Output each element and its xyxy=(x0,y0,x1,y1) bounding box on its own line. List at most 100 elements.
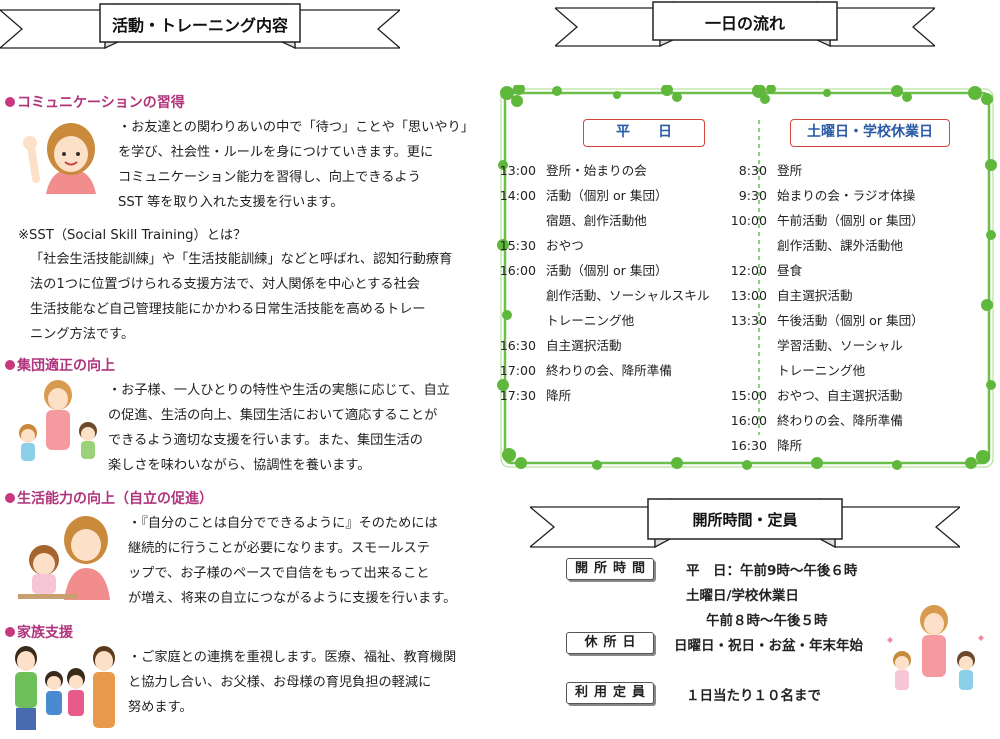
section-heading-group: 集団適正の向上 xyxy=(5,355,115,375)
schedule-activity: 自主選択活動 xyxy=(777,288,853,303)
schedule-activity: 降所 xyxy=(777,438,803,453)
holiday-schedule-list: 8:30 登所 9:30 始まりの会・ラジオ体操 10:00 午前活動（個別 or 集団）… xyxy=(713,158,924,458)
schedule-activity: 活動（個別 or 集団） xyxy=(546,188,668,203)
section-heading-independence: 生活能力の向上（自立の促進） xyxy=(5,488,213,508)
schedule-time: 16:30 xyxy=(499,338,536,353)
schedule-banner-title: 一日の流れ xyxy=(704,14,785,33)
schedule-activity: 活動（個別 or 集団） xyxy=(546,263,668,278)
sst-note-body: 「社会生活技能訓練」や「生活技能訓練」などと呼ばれ、認知行動療育 法の1つに位置… xyxy=(30,252,453,342)
schedule-time: 10:00 xyxy=(730,213,767,228)
capacity-label: 利用定員 xyxy=(566,682,654,704)
schedule-time: 16:00 xyxy=(730,413,767,428)
schedule-time: 15:30 xyxy=(499,238,536,253)
schedule-time xyxy=(482,283,536,308)
schedule-row: 学習活動、ソーシャル xyxy=(713,333,924,358)
opening-hours-holiday-label: 土曜日/学校休業日 xyxy=(686,588,799,604)
family-illustration xyxy=(6,640,124,735)
schedule-time: 13:00 xyxy=(499,163,536,178)
bullet-dot-icon xyxy=(5,360,15,370)
bullet-dot-icon xyxy=(5,627,15,637)
schedule-row: 16:00 活動（個別 or 集団） xyxy=(482,258,709,283)
schedule-row: 12:00 昼食 xyxy=(713,258,924,283)
schedule-activity: 自主選択活動 xyxy=(546,338,622,353)
schedule-time: 8:30 xyxy=(738,163,767,178)
activities-banner-title: 活動・トレーニング内容 xyxy=(111,16,288,35)
schedule-activity: 登所 xyxy=(777,163,803,178)
bullet-dot-icon xyxy=(5,97,15,107)
schedule-row: 創作活動、課外活動他 xyxy=(713,233,924,258)
section-body-family: ・ご家庭との連携を重視します。医療、福祉、教育機関 と協力し合い、お父様、お母様… xyxy=(128,650,457,715)
schedule-activity: 終わりの会、降所準備 xyxy=(777,413,903,428)
schedule-row: 8:30 登所 xyxy=(713,158,924,183)
section-heading-family: 家族支援 xyxy=(5,622,73,642)
schedule-activity: 始まりの会・ラジオ体操 xyxy=(777,188,916,203)
schedule-row: 9:30 始まりの会・ラジオ体操 xyxy=(713,183,924,208)
schedule-row: 16:00 終わりの会、降所準備 xyxy=(713,408,924,433)
opening-hours-holiday: 午前８時～午後５時 xyxy=(706,613,828,629)
schedule-activity: 学習活動、ソーシャル xyxy=(777,338,903,353)
hours-banner-title: 開所時間・定員 xyxy=(692,511,798,529)
schedule-row: 13:00 自主選択活動 xyxy=(713,283,924,308)
schedule-row: 15:00 おやつ、自主選択活動 xyxy=(713,383,924,408)
capacity-value: １日当たり１０名まで xyxy=(686,688,821,704)
schedule-row: 13:30 午後活動（個別 or 集団） xyxy=(713,308,924,333)
section-body-independence: ・『自分のことは自分でできるように』そのためには 継続的に行うことが必要になりま… xyxy=(128,516,457,606)
teacher-helping-child-illustration xyxy=(14,510,126,610)
schedule-time: 13:00 xyxy=(730,288,767,303)
section-heading-communication: コミュニケーションの習得 xyxy=(5,92,185,112)
schedule-row: 16:30 降所 xyxy=(713,433,924,458)
schedule-row: 宿題、創作活動他 xyxy=(482,208,709,233)
teacher-with-children-illustration xyxy=(10,375,105,470)
sst-note-title: ※SST（Social Skill Training）とは？ xyxy=(18,228,247,243)
schedule-activity: 終わりの会、降所準備 xyxy=(546,363,672,378)
schedule-time: 15:00 xyxy=(730,388,767,403)
schedule-activity: 昼食 xyxy=(777,263,803,278)
schedule-time: 16:00 xyxy=(499,263,536,278)
schedule-activity: 降所 xyxy=(546,388,572,403)
schedule-activity: おやつ xyxy=(546,238,584,253)
schedule-activity: トレーニング他 xyxy=(546,313,635,328)
schedule-time xyxy=(482,308,536,333)
schedule-row: 創作活動、ソーシャルスキル xyxy=(482,283,709,308)
schedule-row: 17:00 終わりの会、降所準備 xyxy=(482,358,709,383)
schedule-time xyxy=(713,233,767,258)
closed-days-value: 日曜日・祝日・お盆・年末年始 xyxy=(674,638,863,654)
closed-days-label: 休所日 xyxy=(566,632,654,654)
schedule-time: 13:30 xyxy=(730,313,767,328)
schedule-time: 9:30 xyxy=(738,188,767,203)
schedule-time xyxy=(713,358,767,383)
schedule-activity: 創作活動、課外活動他 xyxy=(777,238,903,253)
schedule-activity: 登所・始まりの会 xyxy=(546,163,647,178)
teacher-holding-hands-illustration xyxy=(882,600,987,700)
schedule-row: トレーニング他 xyxy=(713,358,924,383)
bullet-dot-icon xyxy=(5,493,15,503)
schedule-activity: トレーニング他 xyxy=(777,363,866,378)
clover-vine-frame-icon xyxy=(497,85,997,470)
section-body-communication: ・お友達との関わりあいの中で「待つ」ことや「思いやり」 を学び、社会性・ルールを… xyxy=(118,120,474,210)
schedule-activity: 午後活動（個別 or 集団） xyxy=(777,313,924,328)
schedule-row: 14:00 活動（個別 or 集団） xyxy=(482,183,709,208)
schedule-activity: 宿題、創作活動他 xyxy=(546,213,647,228)
weekday-title: 平 日 xyxy=(583,119,705,147)
schedule-time: 12:00 xyxy=(730,263,767,278)
schedule-row: トレーニング他 xyxy=(482,308,709,333)
activities-banner: 活動・トレーニング内容 xyxy=(0,2,400,56)
section-body-group: ・お子様、一人ひとりの特性や生活の実態に応じて、自立 の促進、生活の向上、集団生… xyxy=(108,383,450,473)
hours-banner: 開所時間・定員 xyxy=(530,495,960,553)
schedule-row: 16:30 自主選択活動 xyxy=(482,333,709,358)
schedule-row: 10:00 午前活動（個別 or 集団） xyxy=(713,208,924,233)
schedule-time xyxy=(482,208,536,233)
schedule-time: 16:30 xyxy=(730,438,767,453)
schedule-activity: 午前活動（個別 or 集団） xyxy=(777,213,924,228)
opening-hours-weekday: 平 日：午前9時～午後６時 xyxy=(686,563,858,579)
cheering-woman-illustration xyxy=(16,114,116,204)
schedule-time: 14:00 xyxy=(499,188,536,203)
schedule-time: 17:00 xyxy=(499,363,536,378)
opening-hours-label: 開所時間 xyxy=(566,558,654,580)
schedule-activity: 創作活動、ソーシャルスキル xyxy=(546,288,710,303)
schedule-activity: おやつ、自主選択活動 xyxy=(777,388,903,403)
schedule-row: 13:00 登所・始まりの会 xyxy=(482,158,709,183)
holiday-title: 土曜日・学校休業日 xyxy=(790,119,950,147)
daily-schedule: 平 日 土曜日・学校休業日 13:00 登所・始まりの会 14:00 活動（個別 or… xyxy=(497,85,997,470)
